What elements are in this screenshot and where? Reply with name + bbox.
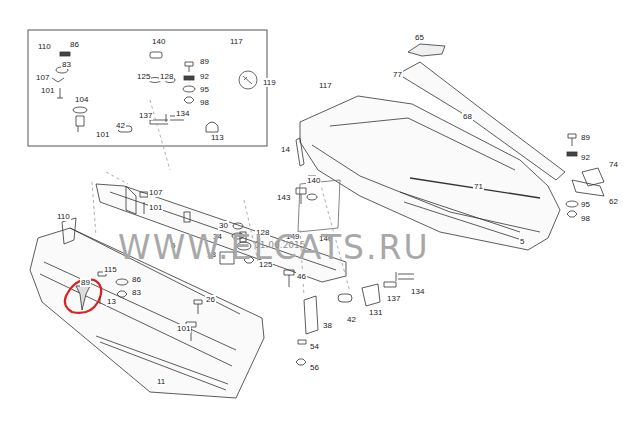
callout-number: 117 — [318, 81, 333, 90]
callout-number: 101 — [40, 86, 55, 95]
callout-number: 65 — [414, 33, 425, 42]
callout-number: 83 — [61, 60, 72, 69]
callout-number: 71 — [473, 182, 484, 191]
callout-number: 134 — [410, 287, 425, 296]
callout-number: 137 — [138, 111, 153, 120]
callout-number: 89 — [80, 278, 91, 287]
callout-number: 137 — [386, 294, 401, 303]
callout-number: 42 — [346, 315, 357, 324]
callout-number: 92 — [199, 72, 210, 81]
callout-number: 95 — [580, 200, 591, 209]
callout-number: 101 — [95, 130, 110, 139]
callout-number: 62 — [608, 197, 619, 206]
callout-number: 134 — [175, 109, 190, 118]
callout-number: 11 — [156, 377, 166, 386]
callout-number: 56 — [309, 363, 320, 372]
callout-number: 131 — [368, 308, 383, 317]
callout-number: 104 — [74, 95, 89, 104]
callout-number: 38 — [322, 321, 333, 330]
callout-number: 101 — [176, 324, 191, 333]
callout-number: 74 — [608, 160, 619, 169]
callout-number: 86 — [69, 40, 80, 49]
callout-number: 113 — [210, 133, 225, 142]
callout-number: 107 — [148, 188, 163, 197]
callout-number: 101 — [148, 203, 163, 212]
callout-number: 115 — [103, 265, 118, 274]
watermark-date: 01.06.2015 — [254, 240, 306, 250]
callout-number: 26 — [205, 295, 216, 304]
callout-number: 140 — [306, 176, 321, 185]
callout-number: 125 — [136, 72, 151, 81]
callout-number: 110 — [56, 212, 71, 221]
callout-number: 89 — [199, 57, 210, 66]
callout-number: 13 — [106, 297, 117, 306]
callout-number: 14 — [280, 145, 291, 154]
callout-number: 95 — [199, 85, 210, 94]
callout-number: 117 — [229, 37, 244, 46]
callout-number: 98 — [199, 98, 210, 107]
callout-number: 68 — [462, 112, 473, 121]
callout-number: 83 — [131, 288, 142, 297]
callout-number: 42 — [115, 121, 126, 130]
callout-number: 77 — [392, 70, 403, 79]
callout-number: 143 — [276, 193, 291, 202]
callout-number: 140 — [151, 37, 166, 46]
callout-number: 86 — [131, 275, 142, 284]
callout-number: 46 — [296, 272, 307, 281]
callout-number: 89 — [580, 133, 591, 142]
callout-number: 119 — [262, 78, 277, 87]
callout-number: 98 — [580, 214, 591, 223]
callout-number: 54 — [309, 342, 320, 351]
callout-number: 110 — [37, 42, 52, 51]
callout-number: 128 — [159, 72, 174, 81]
callout-number: 107 — [35, 73, 50, 82]
callout-number: 92 — [580, 153, 591, 162]
callout-number: 5 — [519, 237, 525, 246]
